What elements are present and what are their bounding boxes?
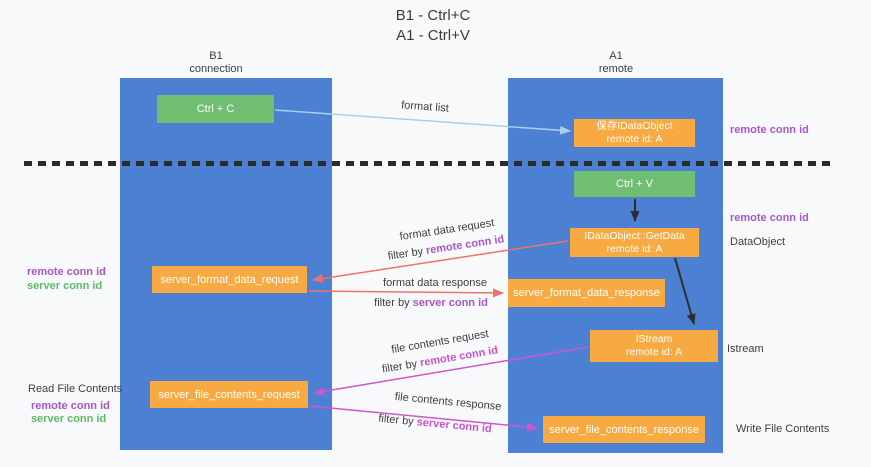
ctrl-c-label: Ctrl + C [196,103,235,115]
left-server-conn-id-label-2: server conn id [31,413,107,425]
server-format-data-request-label: server_format_data_request [160,273,299,286]
server-file-contents-request-label: server_file_contents_request [158,388,300,401]
server-format-data-request-node: server_format_data_request [152,266,307,293]
server-conn-id-text: server conn id [416,416,493,436]
read-file-contents-label: Read File Contents [28,383,123,395]
istream-label: Istream [727,343,764,355]
lane-b1-subtitle: connection [189,63,243,75]
left-remote-conn-id-label-2: remote conn id [31,400,110,412]
dashed-divider-line [24,161,834,166]
server-conn-id-text: server conn id [412,297,488,309]
write-file-contents-label: Write File Contents [736,423,830,435]
save-dataobject-node: 保存IDataObject remote id: A [574,119,695,147]
server-file-contents-response-label: server_file_contents_response [549,423,699,436]
dataobject-label: DataObject [730,236,786,248]
server-format-data-response-label: server_format_data_response [513,287,660,299]
lane-header-a1: A1 remote [510,50,722,76]
server-file-contents-request-node: server_file_contents_request [150,381,308,408]
server-format-data-response-node: server_format_data_response [508,279,665,307]
filter-by-server-conn-id-label-2: filter by server conn id [378,413,492,436]
filter-by-text: filter by [374,297,410,309]
istream-line2: remote id: A [625,346,683,358]
lane-header-b1: B1 connection [110,50,322,76]
filter-by-text: filter by [381,357,419,376]
ctrl-c-node: Ctrl + C [157,95,274,123]
getdata-line1: IDataObject::GetData [584,229,685,242]
filter-by-text: filter by [387,245,424,263]
diagram-title: B1 - Ctrl+C A1 - Ctrl+V [330,6,536,46]
istream-node: IStream remote id: A [590,330,718,362]
left-server-conn-id-label-1: server conn id [27,280,103,292]
filter-by-server-conn-id-label-1: filter by server conn id [374,297,488,309]
title-line-1: B1 - Ctrl+C [395,7,471,24]
ctrl-v-label: Ctrl + V [616,178,653,190]
server-file-contents-response-node: server_file_contents_response [543,416,705,443]
ctrl-v-node: Ctrl + V [574,171,695,197]
file-contents-response-label: file contents response [394,390,502,414]
title-line-2: A1 - Ctrl+V [396,27,470,44]
right-remote-conn-id-label-1: remote conn id [730,124,809,136]
save-dataobject-line1: 保存IDataObject [596,120,673,132]
lane-a1-title: A1 [609,50,623,62]
istream-line1: IStream [635,333,673,345]
format-list-label: format list [400,99,450,115]
left-remote-conn-id-label-1: remote conn id [27,266,106,278]
getdata-node: IDataObject::GetData remote id: A [570,228,699,257]
format-data-response-label: format data response [383,277,487,289]
lane-b1-title: B1 [209,50,223,62]
right-remote-conn-id-label-2: remote conn id [730,212,809,224]
lane-a1-subtitle: remote [598,63,634,75]
getdata-line2: remote id: A [606,242,663,255]
save-dataobject-line2: remote id: A [606,133,663,145]
filter-by-text: filter by [377,412,415,428]
format-data-response-arrow [308,288,504,298]
